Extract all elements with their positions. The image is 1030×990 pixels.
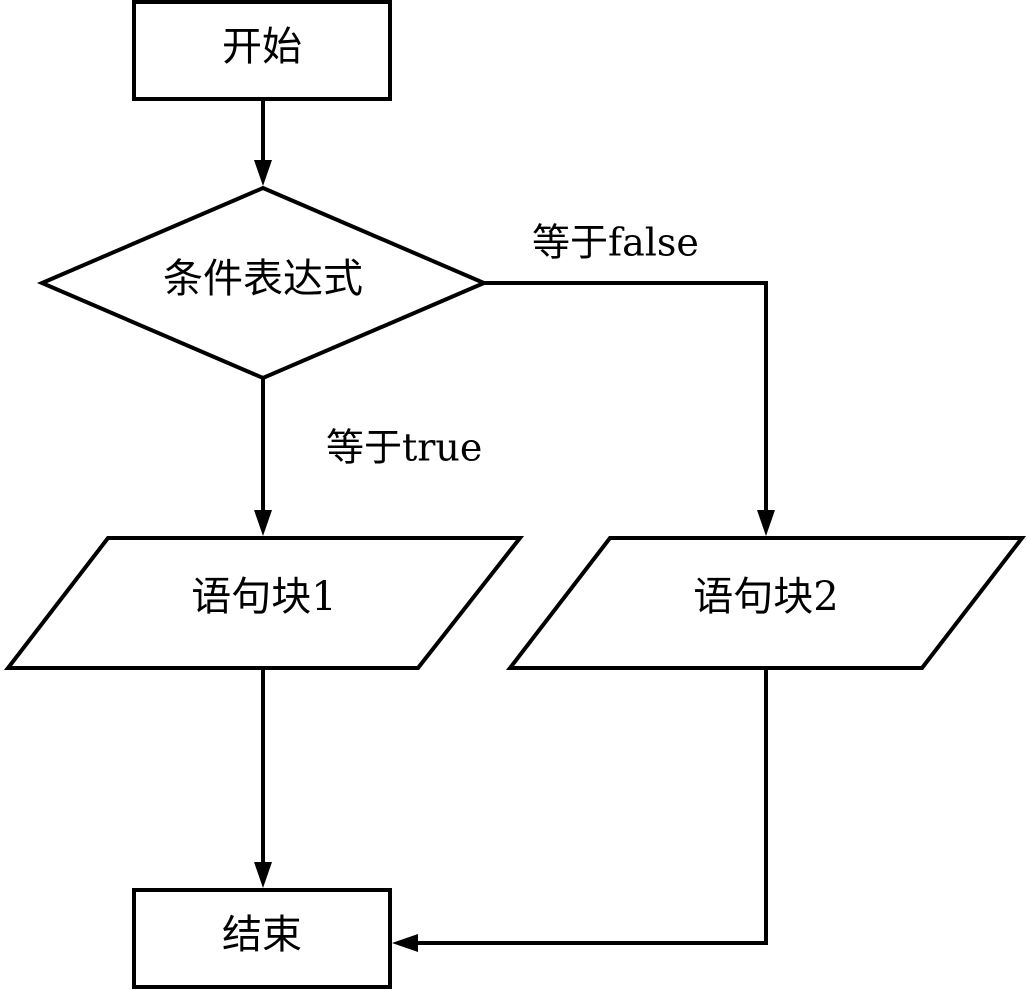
node-start: 开始 <box>132 0 392 101</box>
node-end: 结束 <box>132 888 392 989</box>
node-block1: 语句块1 <box>3 536 525 670</box>
end-label: 结束 <box>222 912 302 958</box>
edge-block2-to-end <box>416 668 768 945</box>
block1-label: 语句块1 <box>191 574 336 620</box>
arrowhead-block1-to-end <box>254 862 272 888</box>
connectors <box>254 100 775 952</box>
arrowhead-start-to-condition <box>254 160 272 186</box>
node-block2: 语句块2 <box>505 536 1027 670</box>
block2-parallelogram <box>505 536 1027 670</box>
arrowhead-condition-to-block2 <box>757 510 775 536</box>
arrowhead-condition-to-block1 <box>254 510 272 536</box>
true-branch-label: 等于true <box>326 426 482 470</box>
node-condition: 条件表达式 <box>36 185 490 381</box>
block1-parallelogram <box>3 536 525 670</box>
arrowhead-block2-to-end <box>392 934 418 952</box>
false-branch-label: 等于false <box>532 221 699 265</box>
start-box <box>132 0 392 101</box>
edge-condition-to-block2 <box>484 281 768 512</box>
condition-label: 条件表达式 <box>163 256 363 302</box>
end-box <box>132 888 392 989</box>
start-label: 开始 <box>222 24 302 70</box>
block2-label: 语句块2 <box>693 574 838 620</box>
condition-diamond <box>36 185 490 381</box>
